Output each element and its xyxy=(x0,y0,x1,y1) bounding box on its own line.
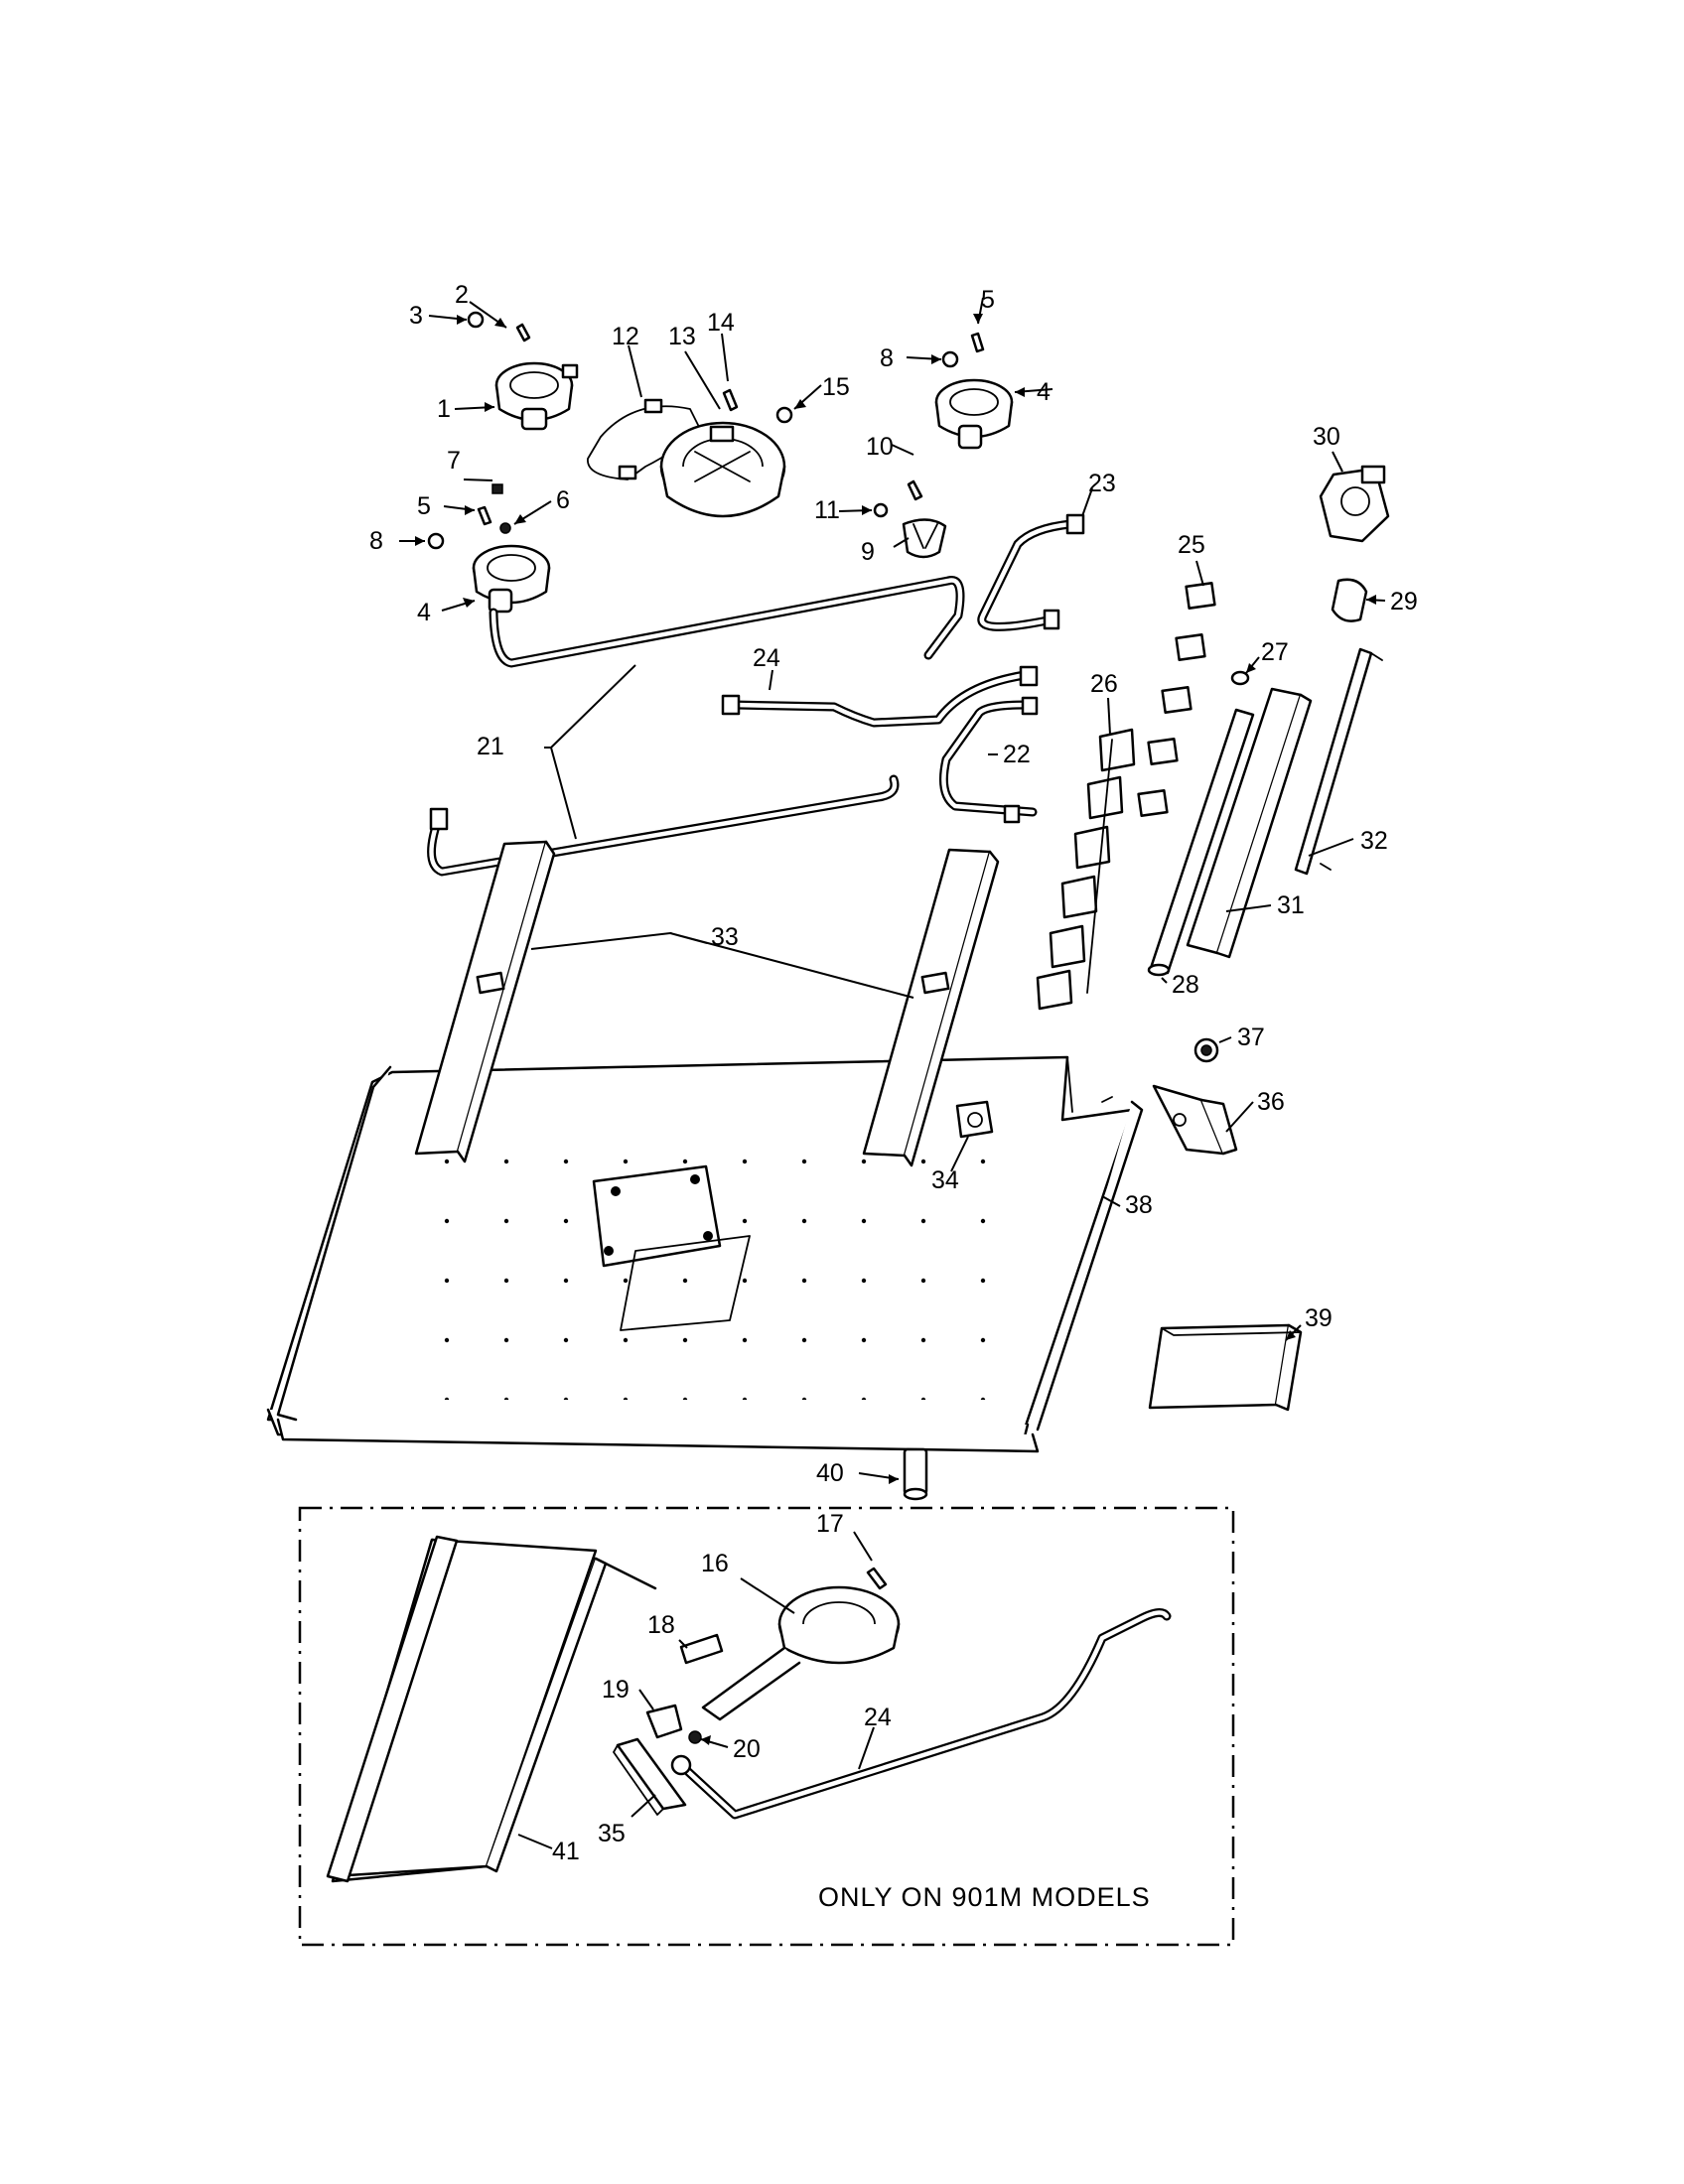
bracket-31 xyxy=(1186,687,1313,959)
callout-24: 24 xyxy=(753,644,780,672)
gas-tube-21 xyxy=(427,575,965,877)
callout-26: 26 xyxy=(1090,670,1118,698)
burner-base-1 xyxy=(494,361,579,431)
callout-34: 34 xyxy=(931,1166,959,1194)
burner-base-4-right xyxy=(934,378,1014,450)
callout-8-left: 8 xyxy=(369,527,383,555)
callout-16: 16 xyxy=(701,1550,729,1577)
ignition-module-34 xyxy=(955,1100,994,1139)
electrode-14 xyxy=(722,388,739,412)
main-burner-13 xyxy=(659,421,786,518)
small-burner-9 xyxy=(902,518,947,559)
valve-bracket-32 xyxy=(1294,647,1383,876)
callout-22: 22 xyxy=(1003,741,1031,768)
electrode-17 xyxy=(866,1567,888,1590)
gas-tube-24-inset xyxy=(670,1608,1172,1820)
regulator-30 xyxy=(1319,465,1390,543)
side-bracket-36 xyxy=(1152,1084,1238,1156)
screws-8 xyxy=(427,350,959,550)
callout-3: 3 xyxy=(409,302,423,330)
gas-tube-23 xyxy=(977,513,1085,631)
gas-tube-24 xyxy=(721,665,1039,728)
screw-15 xyxy=(775,406,793,424)
callout-18: 18 xyxy=(647,1611,675,1639)
orifice-20 xyxy=(688,1730,702,1744)
callout-8-right: 8 xyxy=(880,344,894,372)
callout-9: 9 xyxy=(861,538,875,566)
screw-11 xyxy=(873,502,889,518)
gas-valves-26 xyxy=(1036,728,1136,1011)
callout-4-left: 4 xyxy=(417,599,431,626)
orifice-10 xyxy=(907,479,923,501)
leader-lines xyxy=(399,297,1386,1849)
burner-rails-33 xyxy=(414,840,1000,1167)
leg-40 xyxy=(903,1447,928,1501)
air-shutter-18 xyxy=(679,1633,724,1665)
washer-27 xyxy=(1230,670,1250,686)
callout-6: 6 xyxy=(556,486,570,514)
callout-11: 11 xyxy=(814,496,840,524)
screw-3 xyxy=(467,311,485,329)
knob-bezels-25 xyxy=(1137,582,1216,817)
pad-plate xyxy=(592,1164,751,1331)
callout-40: 40 xyxy=(816,1459,844,1487)
igniter-37 xyxy=(1193,1037,1219,1063)
callout-35: 35 xyxy=(598,1820,626,1847)
manifold-pipe-28 xyxy=(1147,708,1255,977)
inset-frame xyxy=(298,1506,1235,1947)
callout-39: 39 xyxy=(1305,1304,1333,1332)
callout-15: 15 xyxy=(822,373,850,401)
callout-25: 25 xyxy=(1178,531,1205,559)
callout-5-right: 5 xyxy=(981,286,995,314)
callout-41: 41 xyxy=(552,1838,580,1865)
callout-13: 13 xyxy=(668,323,696,350)
callout-32: 32 xyxy=(1360,827,1388,855)
burner-base-4-left xyxy=(472,544,551,614)
callout-36: 36 xyxy=(1257,1088,1285,1116)
callout-2: 2 xyxy=(455,281,469,309)
callout-28: 28 xyxy=(1172,971,1199,999)
callout-17: 17 xyxy=(816,1510,844,1538)
washer-6 xyxy=(499,522,511,534)
elbow-19 xyxy=(645,1704,683,1739)
shield-41 xyxy=(326,1535,657,1883)
callout-24-inset: 24 xyxy=(864,1704,892,1731)
junction-box-39 xyxy=(1148,1323,1303,1412)
callout-27: 27 xyxy=(1261,638,1289,666)
callout-23: 23 xyxy=(1088,470,1116,497)
elbow-29 xyxy=(1331,578,1368,622)
callout-1: 1 xyxy=(437,395,451,423)
burner-box-38 xyxy=(266,1055,1144,1453)
callout-10: 10 xyxy=(866,433,894,461)
callout-labels: 1 2 3 4 4 5 5 6 7 8 8 9 10 11 12 13 14 1… xyxy=(369,281,1418,1865)
gas-tube-22 xyxy=(939,696,1039,824)
callout-4-right: 4 xyxy=(1037,378,1051,406)
bracket-35 xyxy=(613,1737,687,1816)
callout-12: 12 xyxy=(612,323,639,350)
callout-31: 31 xyxy=(1277,891,1305,919)
callout-29: 29 xyxy=(1390,588,1418,615)
inset-note: ONLY ON 901M MODELS xyxy=(818,1882,1151,1912)
callout-38: 38 xyxy=(1125,1191,1153,1219)
clip-7 xyxy=(491,483,503,494)
callout-5-left: 5 xyxy=(417,492,431,520)
orifices-5 xyxy=(477,332,985,526)
wok-burner-16 xyxy=(701,1585,901,1721)
callout-7: 7 xyxy=(447,447,461,475)
callout-20: 20 xyxy=(733,1735,761,1763)
callout-30: 30 xyxy=(1313,423,1340,451)
orifice-2 xyxy=(515,323,531,342)
callout-21: 21 xyxy=(477,733,504,760)
callout-14: 14 xyxy=(707,309,735,337)
callout-33: 33 xyxy=(711,923,739,951)
callout-37: 37 xyxy=(1237,1024,1265,1051)
callout-19: 19 xyxy=(602,1676,630,1704)
